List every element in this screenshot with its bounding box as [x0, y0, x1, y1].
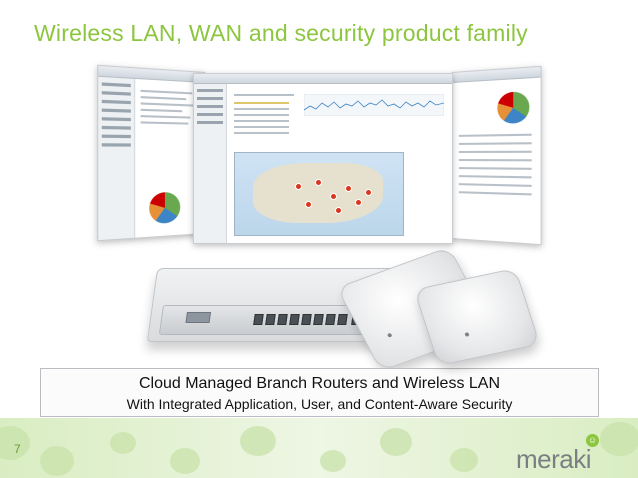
map-land [253, 163, 383, 223]
pie-chart-thumbnail [149, 191, 181, 225]
caption-subline: With Integrated Application, User, and C… [126, 396, 513, 412]
dashboard-screenshot-main [193, 73, 453, 244]
caption-headline: Cloud Managed Branch Routers and Wireles… [138, 375, 501, 392]
dashboard-side-nav [98, 76, 136, 241]
browser-chrome [194, 74, 452, 84]
clients-map [234, 152, 404, 236]
meraki-logo: meraki [516, 444, 592, 474]
browser-chrome [452, 66, 541, 83]
dashboard-screenshot-left [97, 64, 205, 242]
router-lcd [185, 312, 212, 323]
slide-number: 7 [14, 442, 21, 456]
pie-chart-thumbnail [497, 91, 530, 124]
dashboard-side-nav [194, 84, 227, 243]
caption-box: Cloud Managed Branch Routers and Wireles… [40, 368, 599, 417]
smiley-icon: ☺ [586, 434, 599, 447]
slide-title: Wireless LAN, WAN and security product f… [34, 20, 528, 46]
usage-sparkline [304, 94, 444, 116]
footer-band [0, 418, 638, 478]
dashboard-screenshot-right [452, 65, 542, 246]
